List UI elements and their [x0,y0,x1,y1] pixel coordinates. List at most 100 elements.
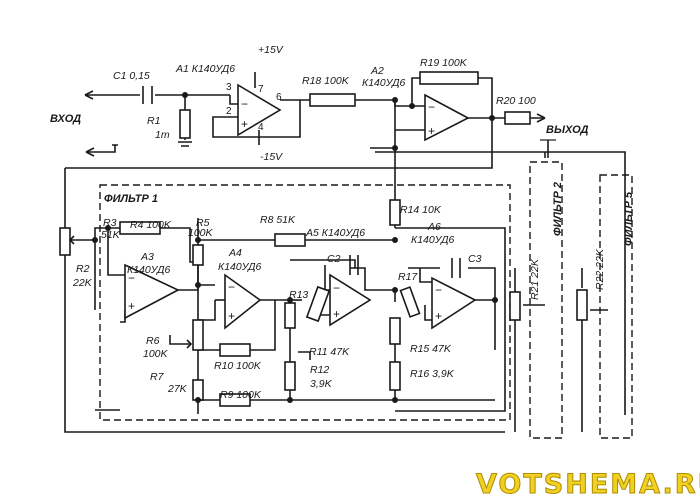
capacitor-c1 [142,86,153,104]
opamp-a1 [237,83,282,137]
resistor-r8 [274,233,306,247]
label-r5: R5 [196,217,210,229]
label-a6-type: К140УД6 [411,234,454,246]
label-output: ВЫХОД [546,124,589,136]
potentiometer-r22 [576,289,588,321]
label-r2-value: 22K [72,277,93,289]
label-r21: R21 22K [529,258,541,300]
label-filter1: ФИЛЬТР 1 [104,193,158,205]
label-a2: A2 [370,65,384,77]
label-pin3: 3 [226,82,232,93]
svg-text:+: + [228,309,235,323]
capacitor-c2 [349,255,359,275]
label-pin4: 4 [258,122,264,133]
label-r13: R13 [289,289,308,301]
input-arrow [84,90,94,100]
potentiometer-r21 [509,291,521,321]
resistor-r11 [284,302,296,329]
svg-text:−: − [333,281,340,295]
label-r10: R10 100K [214,360,262,372]
opamp-a5 [329,273,372,327]
label-r20: R20 100 [496,95,536,107]
potentiometer-r17 [399,286,421,318]
capacitor-c3 [451,258,461,278]
label-r11: R11 47K [309,346,350,358]
label-r17: R17 [398,271,418,283]
svg-text:−: − [128,271,135,285]
potentiometer-r6 [192,319,204,351]
label-filter5: ФИЛЬТР 5 [623,191,635,246]
opamp-polarity-signs: −+ −+ −+ −+ −+ −+ [128,97,442,323]
label-r7-value: 27K [167,383,188,395]
label-a5: A5 К140УД6 [305,227,365,239]
resistor-r16 [389,361,401,391]
label-filter2: ФИЛЬТР 2 [552,182,564,236]
label-r1: R1 [147,115,160,127]
opamp-a6 [431,276,477,330]
svg-text:−: − [435,283,442,297]
label-r12: R12 [310,364,329,376]
label-r15: R15 47K [410,343,452,355]
resistor-r10 [219,343,251,357]
resistor-r19 [419,71,479,85]
components [59,71,588,407]
label-a2-type: К140УД6 [362,77,405,89]
svg-text:+: + [435,309,442,323]
label-input: ВХОД [50,113,81,125]
label-r1-value: 1m [155,129,170,141]
resistor-r4 [119,221,161,235]
label-r6: R6 [146,335,160,347]
svg-text:+: + [428,124,435,138]
label-c2: C2 [327,253,341,265]
potentiometer-r13 [305,285,331,323]
label-c1: C1 0,15 [113,70,150,82]
label-c3: C3 [468,253,482,265]
label-r9: R9 100K [220,389,262,401]
label-pin2: 2 [226,106,232,117]
label-a3-type: К140УД6 [127,264,170,276]
opamp-a3 [124,263,180,320]
filter1-box [99,184,511,421]
label-r3-value: 51K [101,229,121,241]
svg-text:+: + [128,299,135,313]
potentiometer-r2 [59,227,71,256]
svg-text:−: − [241,97,248,111]
label-r3: R3 [103,217,117,229]
resistor-r1 [179,109,191,139]
label-a4-type: К140УД6 [218,261,261,273]
label-r14: R14 10K [400,204,442,216]
label-plus15: +15V [258,44,284,56]
label-r18: R18 100K [302,75,350,87]
label-r22: R22 22K [594,248,606,290]
label-r8: R8 51K [260,214,296,226]
junction-dots [92,92,498,403]
resistor-r9 [219,393,251,407]
label-a6: A6 [427,221,441,233]
filter-boxes [99,161,633,439]
watermark-text: VOTSHEMA.RU [476,469,700,500]
filter2-box [529,161,563,439]
terminal-arrows [84,90,546,157]
label-r2: R2 [76,263,90,275]
label-r4: R4 100K [130,219,172,231]
label-a3: A3 [140,251,154,263]
label-r6-value: 100K [143,348,169,360]
svg-text:+: + [241,117,248,131]
label-pin6: 6 [276,92,282,103]
label-r19: R19 100K [420,57,468,69]
resistor-r18 [309,93,356,107]
resistor-r14 [389,199,401,226]
output-arrow [536,113,546,123]
resistor-r20 [504,111,531,125]
resistor-r5 [192,244,204,266]
label-r5-value: 100K [188,227,214,239]
label-r7: R7 [150,371,165,383]
label-a1: A1 К140УД6 [175,63,235,75]
labels: C1 0,15 A1 К140УД6 +15V -15V 3 2 7 6 4 R… [50,44,635,401]
label-pin7: 7 [258,84,264,95]
ground-symbol [178,141,192,147]
label-r16: R16 3,9K [410,368,455,380]
opamp-a4 [224,273,262,330]
label-minus15: -15V [260,151,283,163]
common-arrow [85,147,95,157]
